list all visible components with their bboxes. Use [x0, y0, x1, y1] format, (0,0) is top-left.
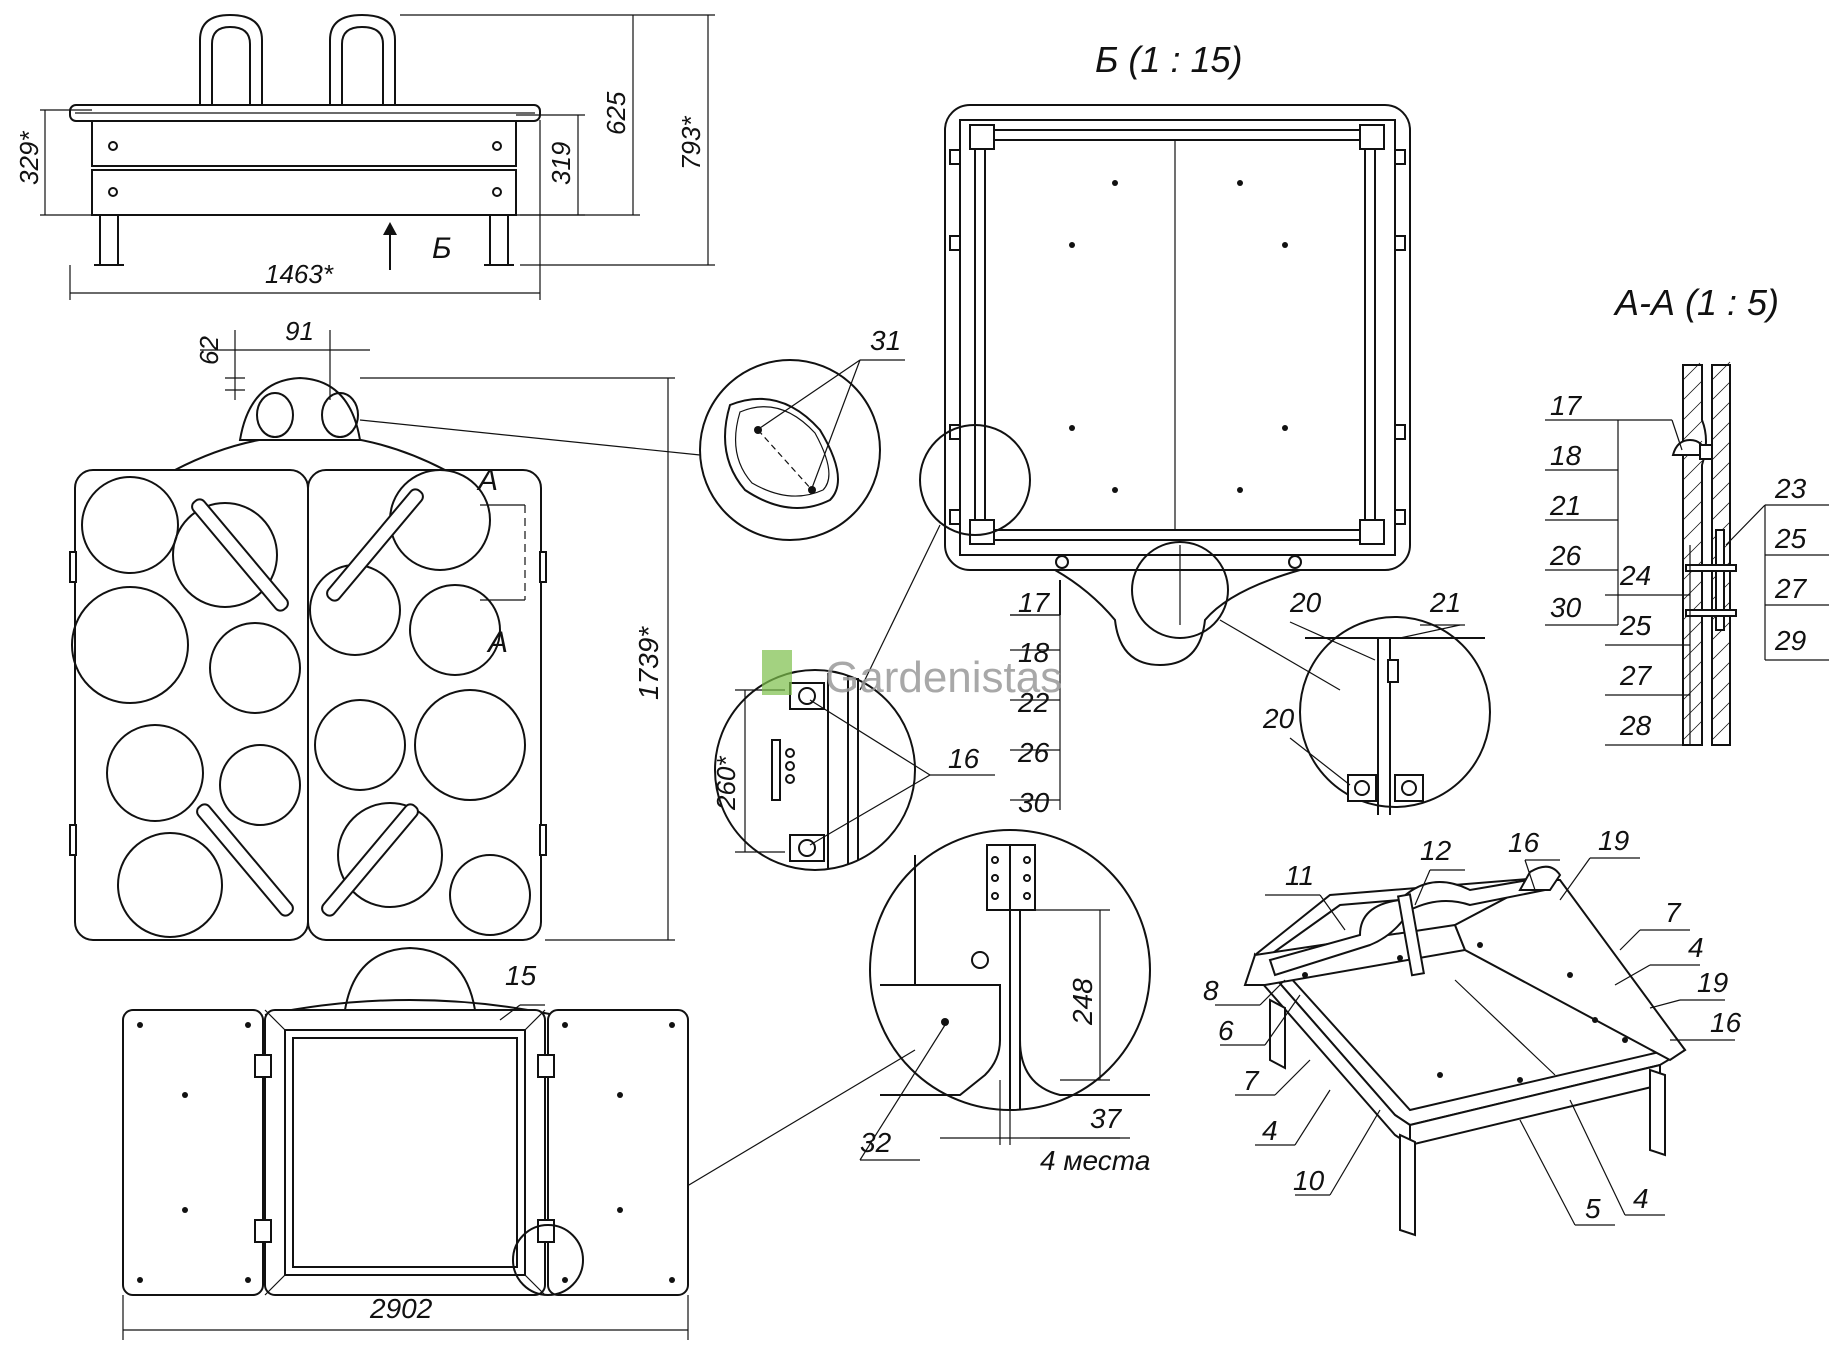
open-view: [122, 946, 689, 1340]
callout-aa-25-left: 25: [1619, 610, 1652, 641]
callout-31: 31: [870, 325, 901, 356]
callout-iso-4-left: 4: [1262, 1115, 1278, 1146]
callout-aa-21: 21: [1549, 490, 1581, 521]
callout-20-top: 20: [1289, 587, 1322, 618]
callout-iso-8: 8: [1203, 975, 1219, 1006]
dim-329: 329*: [14, 131, 44, 185]
dim-2902: 2902: [369, 1293, 433, 1324]
callout-iso-12: 12: [1420, 835, 1452, 866]
dim-1463: 1463*: [265, 259, 334, 289]
detail-20-21: [1289, 616, 1491, 815]
section-aa: [1545, 361, 1829, 746]
section-mark-a-top: А: [476, 464, 498, 497]
callout-aa-17: 17: [1550, 390, 1583, 421]
callout-aa-29: 29: [1774, 625, 1806, 656]
dim-793: 793*: [676, 116, 706, 170]
callout-aa-23: 23: [1774, 473, 1807, 504]
side-view: [40, 13, 715, 300]
callout-b-17: 17: [1018, 587, 1051, 618]
callout-iso-7-right: 7: [1665, 897, 1682, 928]
dim-319: 319: [546, 142, 576, 185]
callout-aa-18: 18: [1550, 440, 1582, 471]
dim-625: 625: [601, 91, 631, 135]
callout-iso-19-mid: 19: [1697, 967, 1728, 998]
view-b: [859, 104, 1411, 810]
dim-1739: 1739*: [633, 626, 664, 700]
callout-b-22: 22: [1017, 687, 1050, 718]
callout-15: 15: [505, 960, 537, 991]
callout-iso-11: 11: [1285, 860, 1314, 891]
callout-iso-4-right: 4: [1688, 932, 1704, 963]
detail-16: [714, 669, 995, 871]
callout-b-26: 26: [1017, 737, 1050, 768]
callout-aa-27-left: 27: [1619, 660, 1653, 691]
watermark-text: Gardenistas: [825, 653, 1062, 702]
detail-31: [699, 359, 905, 541]
callout-aa-25-right: 25: [1774, 523, 1807, 554]
callout-iso-6: 6: [1218, 1015, 1234, 1046]
callout-iso-16-right: 16: [1710, 1007, 1742, 1038]
view-arrow-b: Б: [432, 232, 452, 265]
callout-aa-27-right: 27: [1774, 573, 1808, 604]
top-view: [69, 330, 701, 941]
iso-view: [1215, 857, 1735, 1237]
callout-37: 37: [1090, 1103, 1123, 1134]
callout-32: 32: [860, 1127, 892, 1158]
section-aa-title: А-А (1 : 5): [1613, 282, 1779, 323]
callout-b-30: 30: [1018, 787, 1050, 818]
dim-91: 91: [285, 316, 314, 346]
callout-b-18: 18: [1018, 637, 1050, 668]
view-b-title: Б (1 : 15): [1095, 39, 1242, 80]
dim-62: 62: [194, 336, 224, 365]
callout-iso-7-left: 7: [1243, 1065, 1260, 1096]
callout-iso-5: 5: [1585, 1193, 1601, 1224]
callout-iso-4-bottom: 4: [1633, 1183, 1649, 1214]
note-4-places: 4 места: [1040, 1145, 1150, 1176]
callout-aa-24: 24: [1619, 560, 1651, 591]
section-mark-a-bottom: А: [486, 626, 508, 659]
dim-248: 248: [1067, 978, 1098, 1026]
callout-detail-16: 16: [948, 743, 980, 774]
watermark: Gardenistas: [762, 650, 1062, 702]
callout-20-bottom: 20: [1262, 703, 1295, 734]
callout-21: 21: [1429, 587, 1461, 618]
callout-aa-30: 30: [1550, 592, 1582, 623]
dim-260: 260*: [711, 756, 741, 811]
callout-iso-16-top: 16: [1508, 827, 1540, 858]
callout-aa-26: 26: [1549, 540, 1582, 571]
callout-iso-19-top: 19: [1598, 825, 1629, 856]
callout-aa-28: 28: [1619, 710, 1652, 741]
callout-iso-10: 10: [1293, 1165, 1325, 1196]
